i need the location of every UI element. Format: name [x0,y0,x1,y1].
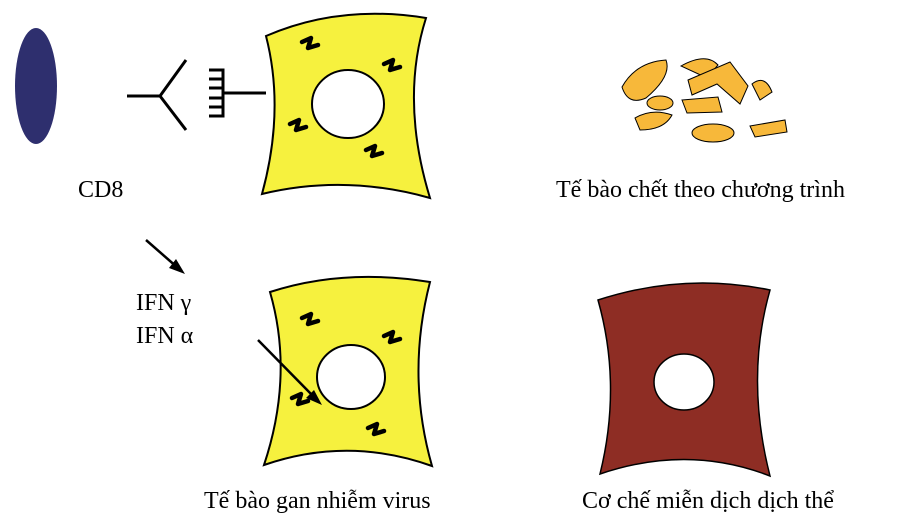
mhc-peptide-complex [209,70,266,116]
label-humoral-mechanism: Cơ chế miễn dịch dịch thể [582,488,834,514]
nucleus [654,354,714,410]
apoptotic-fragments [622,59,787,142]
nucleus [317,345,385,409]
label-ifn-alpha: IFN α [136,323,194,349]
label-infected-cell: Tế bào gan nhiễm virus [204,488,431,514]
label-ifn-gamma: IFN γ [136,290,192,316]
nucleus [312,70,384,138]
t-cell-receptor [127,60,186,130]
infected-cell-top [262,14,430,198]
label-apoptosis: Tế bào chết theo chương trình [556,177,845,203]
cd8-t-cell [15,28,57,144]
dead-cell [598,283,770,476]
label-cd8: CD8 [78,177,123,203]
arrow-to-ifn [146,240,185,274]
